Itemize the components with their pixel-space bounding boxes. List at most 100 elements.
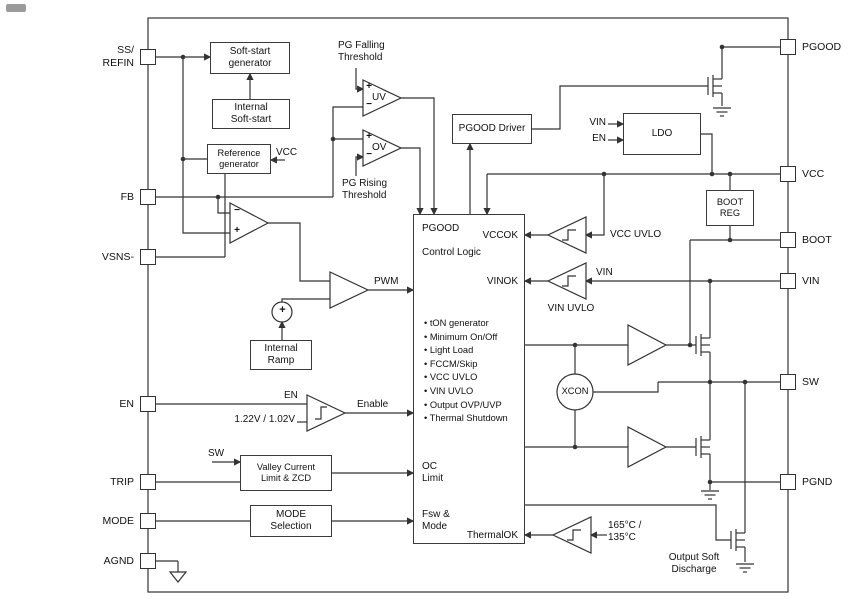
pg-rising-threshold-label: PG Rising Threshold: [342, 178, 388, 201]
xcon-label: XCON: [561, 386, 589, 396]
vin-uvlo-comparator: [546, 262, 587, 300]
cl-feature-item: Thermal Shutdown: [424, 412, 508, 426]
en-signal-label: EN: [284, 390, 298, 401]
xcon-circle: [556, 373, 594, 411]
vin-uvlo-label: VIN UVLO: [547, 303, 595, 314]
pin-fb: [140, 189, 156, 205]
ground-symbol: [736, 563, 754, 573]
ov-minus-sign: −: [366, 149, 372, 160]
pin-pgnd: [780, 474, 796, 490]
internal-ramp-box: Internal Ramp: [250, 340, 312, 370]
valley-current-limit-box: Valley Current Limit & ZCD: [240, 455, 332, 491]
pg-falling-threshold-label: PG Falling Threshold: [338, 40, 385, 63]
junction-dots: [180, 44, 748, 485]
pgood-driver-box: PGOOD Driver: [452, 114, 532, 144]
discharge-mosfet: [730, 382, 746, 562]
pin-label-trip: TRIP: [110, 476, 134, 488]
pin-label-pgood: PGOOD: [802, 41, 842, 53]
ldo-box: LDO: [623, 113, 701, 155]
cl-title: Control Logic: [422, 247, 481, 258]
erramp-plus-sign: +: [234, 225, 240, 236]
hysteresis-icon: [567, 529, 581, 541]
pin-label-ss-refin: SS/ REFIN: [102, 44, 135, 69]
summing-junction: [271, 301, 293, 323]
vcc-uvlo-comparator: [546, 216, 587, 254]
agnd-ground-symbol: [168, 571, 188, 583]
wires: [156, 46, 780, 572]
cl-fsw-mode-label: Fsw & Mode: [422, 509, 450, 532]
highside-mosfet: [695, 281, 711, 382]
cl-feature-item: Output OVP/UVP: [424, 399, 508, 413]
hysteresis-icons: [315, 229, 581, 541]
pin-boot: [780, 232, 796, 248]
ground-symbols: [168, 107, 754, 583]
uv-plus-sign: +: [366, 81, 372, 92]
screenshot-artifact: [6, 4, 26, 12]
pin-ss-refin: [140, 49, 156, 65]
ldo-vin-label: VIN: [589, 117, 606, 128]
cl-feature-item: Minimum On/Off: [424, 331, 508, 345]
boot-reg-box: BOOT REG: [706, 190, 754, 226]
pin-mode: [140, 513, 156, 529]
cl-oc-limit-label: OC Limit: [422, 461, 444, 484]
ground-symbol: [701, 490, 719, 500]
ov-label: OV: [372, 142, 387, 153]
ground-symbol: [713, 107, 731, 117]
uv-comparator: [362, 79, 403, 117]
error-amplifier: [229, 202, 270, 244]
pin-label-vsns: VSNS-: [101, 251, 134, 263]
valley-sw-label: SW: [208, 448, 225, 459]
pwm-comparator: [329, 271, 370, 309]
pin-agnd: [140, 553, 156, 569]
pin-pgood: [780, 39, 796, 55]
pin-label-en: EN: [119, 398, 134, 410]
cl-feature-item: FCCM/Skip: [424, 358, 508, 372]
ic-boundary: [147, 17, 789, 593]
uv-label: UV: [372, 92, 386, 103]
vin-cmp-label: VIN: [596, 267, 613, 278]
cl-thermalok-label: ThermalOK: [466, 530, 518, 541]
pin-label-boot: BOOT: [802, 234, 832, 246]
thermal-threshold-label: 165°C / 135°C: [608, 520, 642, 543]
ov-plus-sign: +: [366, 131, 372, 142]
output-soft-discharge-label: Output Soft Discharge: [668, 552, 720, 575]
hysteresis-icon: [562, 229, 576, 241]
reference-generator-box: Reference generator: [207, 144, 271, 174]
pin-en: [140, 396, 156, 412]
enable-label: Enable: [357, 399, 389, 410]
cl-vccok-label: VCCOK: [482, 230, 518, 241]
ldo-en-label: EN: [592, 133, 606, 144]
pin-label-vcc: VCC: [802, 168, 825, 180]
pin-sw: [780, 374, 796, 390]
control-logic-box: PGOOD VCCOK Control Logic VINOK tON gene…: [413, 214, 525, 544]
pwm-label: PWM: [374, 276, 399, 287]
pin-vin: [780, 273, 796, 289]
pin-label-vin: VIN: [802, 275, 820, 287]
pin-trip: [140, 474, 156, 490]
comparators-and-drivers: [229, 79, 668, 554]
pin-label-pgnd: PGND: [802, 476, 833, 488]
cl-feature-item: VIN UVLO: [424, 385, 508, 399]
en-comparator: [306, 394, 347, 432]
thermal-comparator: [551, 516, 592, 554]
highside-gate-driver: [627, 324, 668, 366]
pin-vcc: [780, 166, 796, 182]
cl-feature-item: Light Load: [424, 344, 508, 358]
mode-selection-box: MODE Selection: [250, 505, 332, 537]
en-threshold-label: 1.22V / 1.02V: [234, 414, 295, 425]
pgood-mosfet: [707, 47, 723, 106]
cl-pgood-label: PGOOD: [422, 223, 460, 234]
internal-soft-start-box: Internal Soft-start: [212, 99, 290, 129]
cl-feature-item: tON generator: [424, 317, 508, 331]
cl-feature-list: tON generatorMinimum On/OffLight LoadFCC…: [424, 317, 508, 426]
pin-label-agnd: AGND: [103, 555, 134, 567]
hysteresis-icon: [315, 406, 327, 420]
ov-comparator: [362, 129, 403, 167]
pin-label-sw: SW: [802, 376, 819, 388]
erramp-minus-sign: −: [234, 205, 240, 216]
lowside-gate-driver: [627, 426, 668, 468]
vcc-ref-label: VCC: [276, 147, 298, 158]
cl-feature-item: VCC UVLO: [424, 371, 508, 385]
